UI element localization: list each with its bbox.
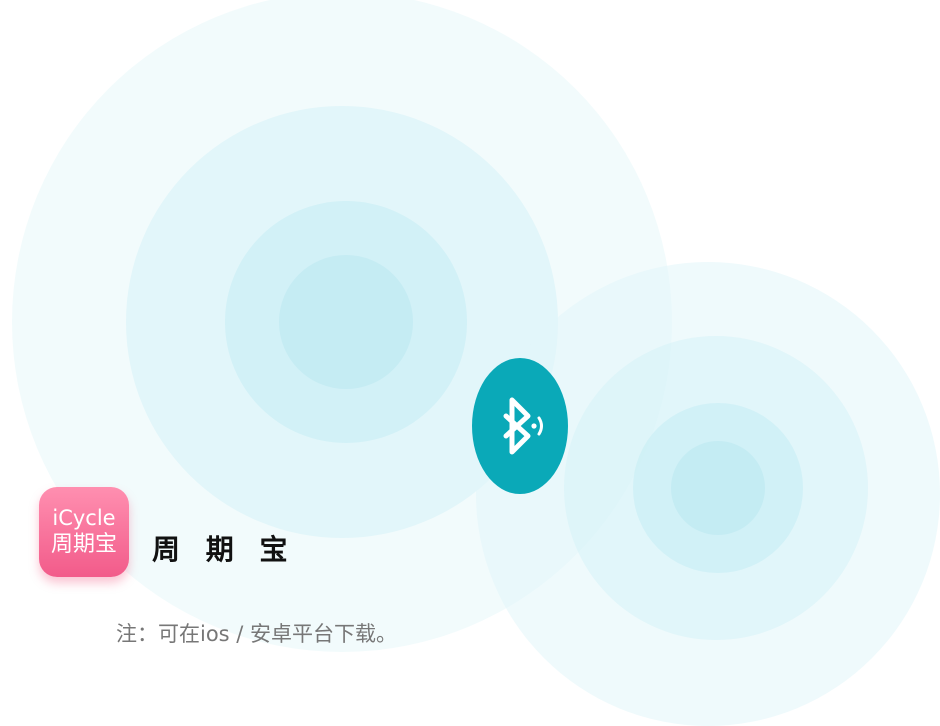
bluetooth-signal-icon	[503, 397, 543, 455]
bluetooth-badge	[472, 358, 568, 494]
app-icon-label-zh: 周期宝	[50, 532, 117, 558]
ripple-right-inner	[671, 441, 765, 535]
download-note: 注：可在ios / 安卓平台下载。	[116, 622, 398, 646]
app-icon-label-en: iCycle	[52, 506, 116, 531]
app-name: 周 期 宝	[152, 533, 296, 566]
app-icon[interactable]: iCycle 周期宝	[39, 487, 129, 577]
ripple-left-inner	[279, 255, 413, 389]
